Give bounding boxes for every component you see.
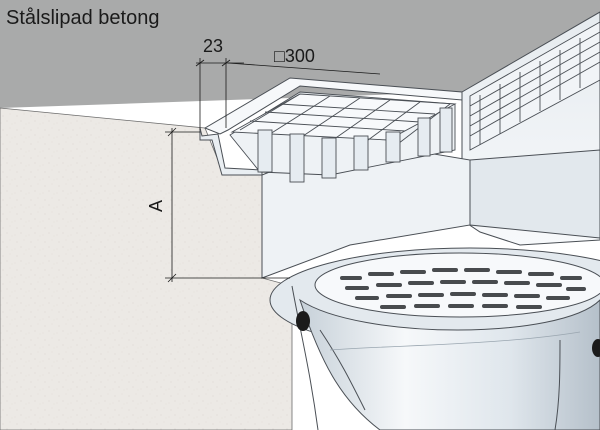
- dimension-flange-width: [195, 58, 244, 130]
- flange-width-label: 23: [203, 36, 223, 56]
- dome-strainer: [314, 252, 600, 318]
- grating-size-label: □300: [274, 46, 315, 66]
- grating-front: [229, 91, 457, 183]
- drain-rim: [203, 77, 463, 135]
- dimension-grating-size: [227, 62, 381, 75]
- gasket-left: [296, 311, 310, 331]
- concrete-top-surface: [0, 0, 600, 108]
- gasket-right: [592, 339, 600, 357]
- surface-label: Stålslipad betong: [6, 7, 159, 29]
- dimension-depth: [165, 127, 290, 283]
- depth-label: A: [146, 200, 166, 212]
- grating-right: [469, 21, 600, 151]
